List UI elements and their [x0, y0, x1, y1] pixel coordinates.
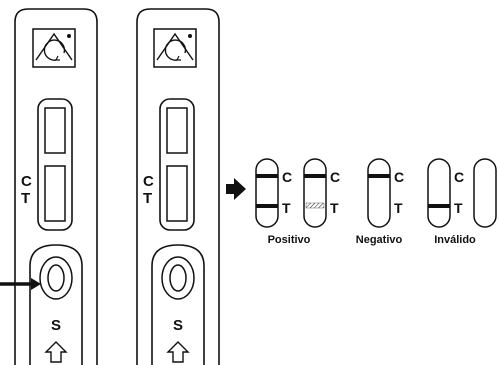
control-letter: C — [282, 169, 292, 185]
up-arrow-icon — [44, 341, 68, 363]
result-strip — [255, 158, 279, 228]
test-window — [166, 165, 188, 222]
test-letter: T — [454, 200, 463, 216]
control-line — [368, 174, 390, 178]
sample-letter: S — [51, 317, 61, 334]
control-window — [166, 107, 188, 154]
sample-well-inner — [47, 264, 65, 292]
test-line — [256, 204, 278, 208]
control-window — [44, 107, 66, 154]
sample-well-inner — [169, 264, 187, 292]
result-strip — [303, 158, 327, 228]
sample-letter: S — [173, 317, 183, 334]
result-label-negativo: Negativo — [356, 234, 403, 246]
up-arrow-icon — [166, 341, 190, 363]
result-label-positivo: Positivo — [268, 234, 311, 246]
control-line — [304, 174, 326, 178]
control-letter: C — [454, 169, 464, 185]
cassette-1: C T S — [0, 8, 98, 365]
result-strip — [473, 158, 497, 228]
test-letter: T — [394, 200, 403, 216]
test-letter: T — [21, 190, 30, 207]
triangle-rotate-logo-icon — [32, 28, 76, 68]
triangle-rotate-logo-icon — [153, 28, 197, 68]
control-letter: C — [394, 169, 404, 185]
control-letter: C — [143, 173, 154, 190]
control-line — [256, 174, 278, 178]
control-letter: C — [21, 173, 32, 190]
result-strip — [427, 158, 451, 228]
sample-drop-arrow — [0, 278, 41, 290]
control-letter: C — [330, 169, 340, 185]
test-line — [428, 204, 450, 208]
cassette-2: C T S — [136, 8, 220, 365]
test-line-faint — [305, 202, 325, 209]
result-label-invalido: Inválido — [434, 234, 476, 246]
test-letter: T — [143, 190, 152, 207]
right-arrow-icon — [226, 178, 246, 200]
test-window — [44, 165, 66, 222]
test-letter: T — [330, 200, 339, 216]
result-strip — [367, 158, 391, 228]
test-letter: T — [282, 200, 291, 216]
